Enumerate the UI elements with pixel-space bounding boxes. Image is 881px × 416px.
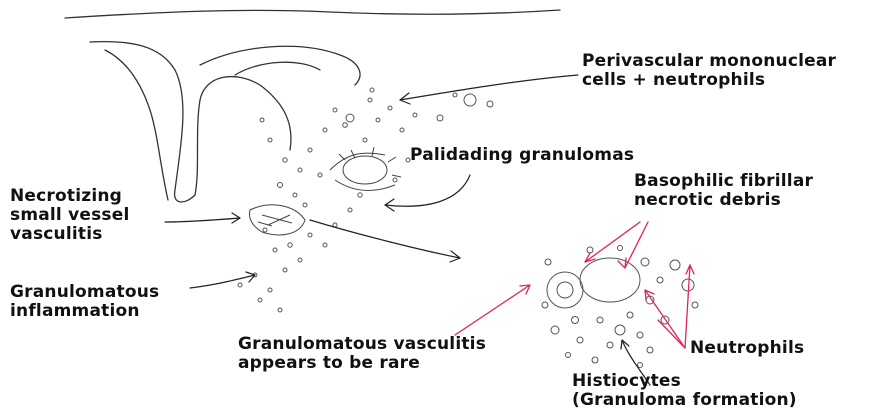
red-pointers: [455, 222, 694, 348]
label-palisading: Palidading granulomas: [410, 146, 634, 165]
tissue-outline: [65, 10, 560, 202]
label-granulomatous-inflammation-line1: Granulomatous: [10, 283, 159, 302]
label-perivascular-line2: cells + neutrophils: [582, 71, 836, 90]
label-granulomatous-vasculitis-line2: appears to be rare: [238, 354, 486, 373]
label-granulomatous-inflammation: Granulomatous inflammation: [10, 283, 159, 321]
label-granulomatous-vasculitis: Granulomatous vasculitis appears to be r…: [238, 335, 486, 373]
label-histiocytes-line1: Histiocytes: [572, 372, 797, 391]
label-neutrophils-line1: Neutrophils: [690, 339, 804, 358]
label-granulomatous-inflammation-line2: inflammation: [10, 302, 159, 321]
label-perivascular: Perivascular mononuclear cells + neutrop…: [582, 52, 836, 90]
palisading-granuloma-sketch: [250, 147, 402, 235]
label-basophilic: Basophilic fibrillar necrotic debris: [634, 172, 813, 210]
label-basophilic-line2: necrotic debris: [634, 191, 813, 210]
label-necrotizing-line1: Necrotizing: [10, 187, 129, 206]
label-histiocytes-line2: (Granuloma formation): [572, 391, 797, 410]
label-perivascular-line1: Perivascular mononuclear: [582, 52, 836, 71]
label-necrotizing: Necrotizing small vessel vasculitis: [10, 187, 129, 244]
label-necrotizing-line3: vasculitis: [10, 225, 129, 244]
label-necrotizing-line2: small vessel: [10, 206, 129, 225]
label-histiocytes: Histiocytes (Granuloma formation): [572, 372, 797, 410]
label-basophilic-line1: Basophilic fibrillar: [634, 172, 813, 191]
label-granulomatous-vasculitis-line1: Granulomatous vasculitis: [238, 335, 486, 354]
label-palisading-line1: Palidading granulomas: [410, 146, 634, 165]
label-neutrophils: Neutrophils: [690, 339, 804, 358]
cell-dots-center: [238, 88, 493, 312]
